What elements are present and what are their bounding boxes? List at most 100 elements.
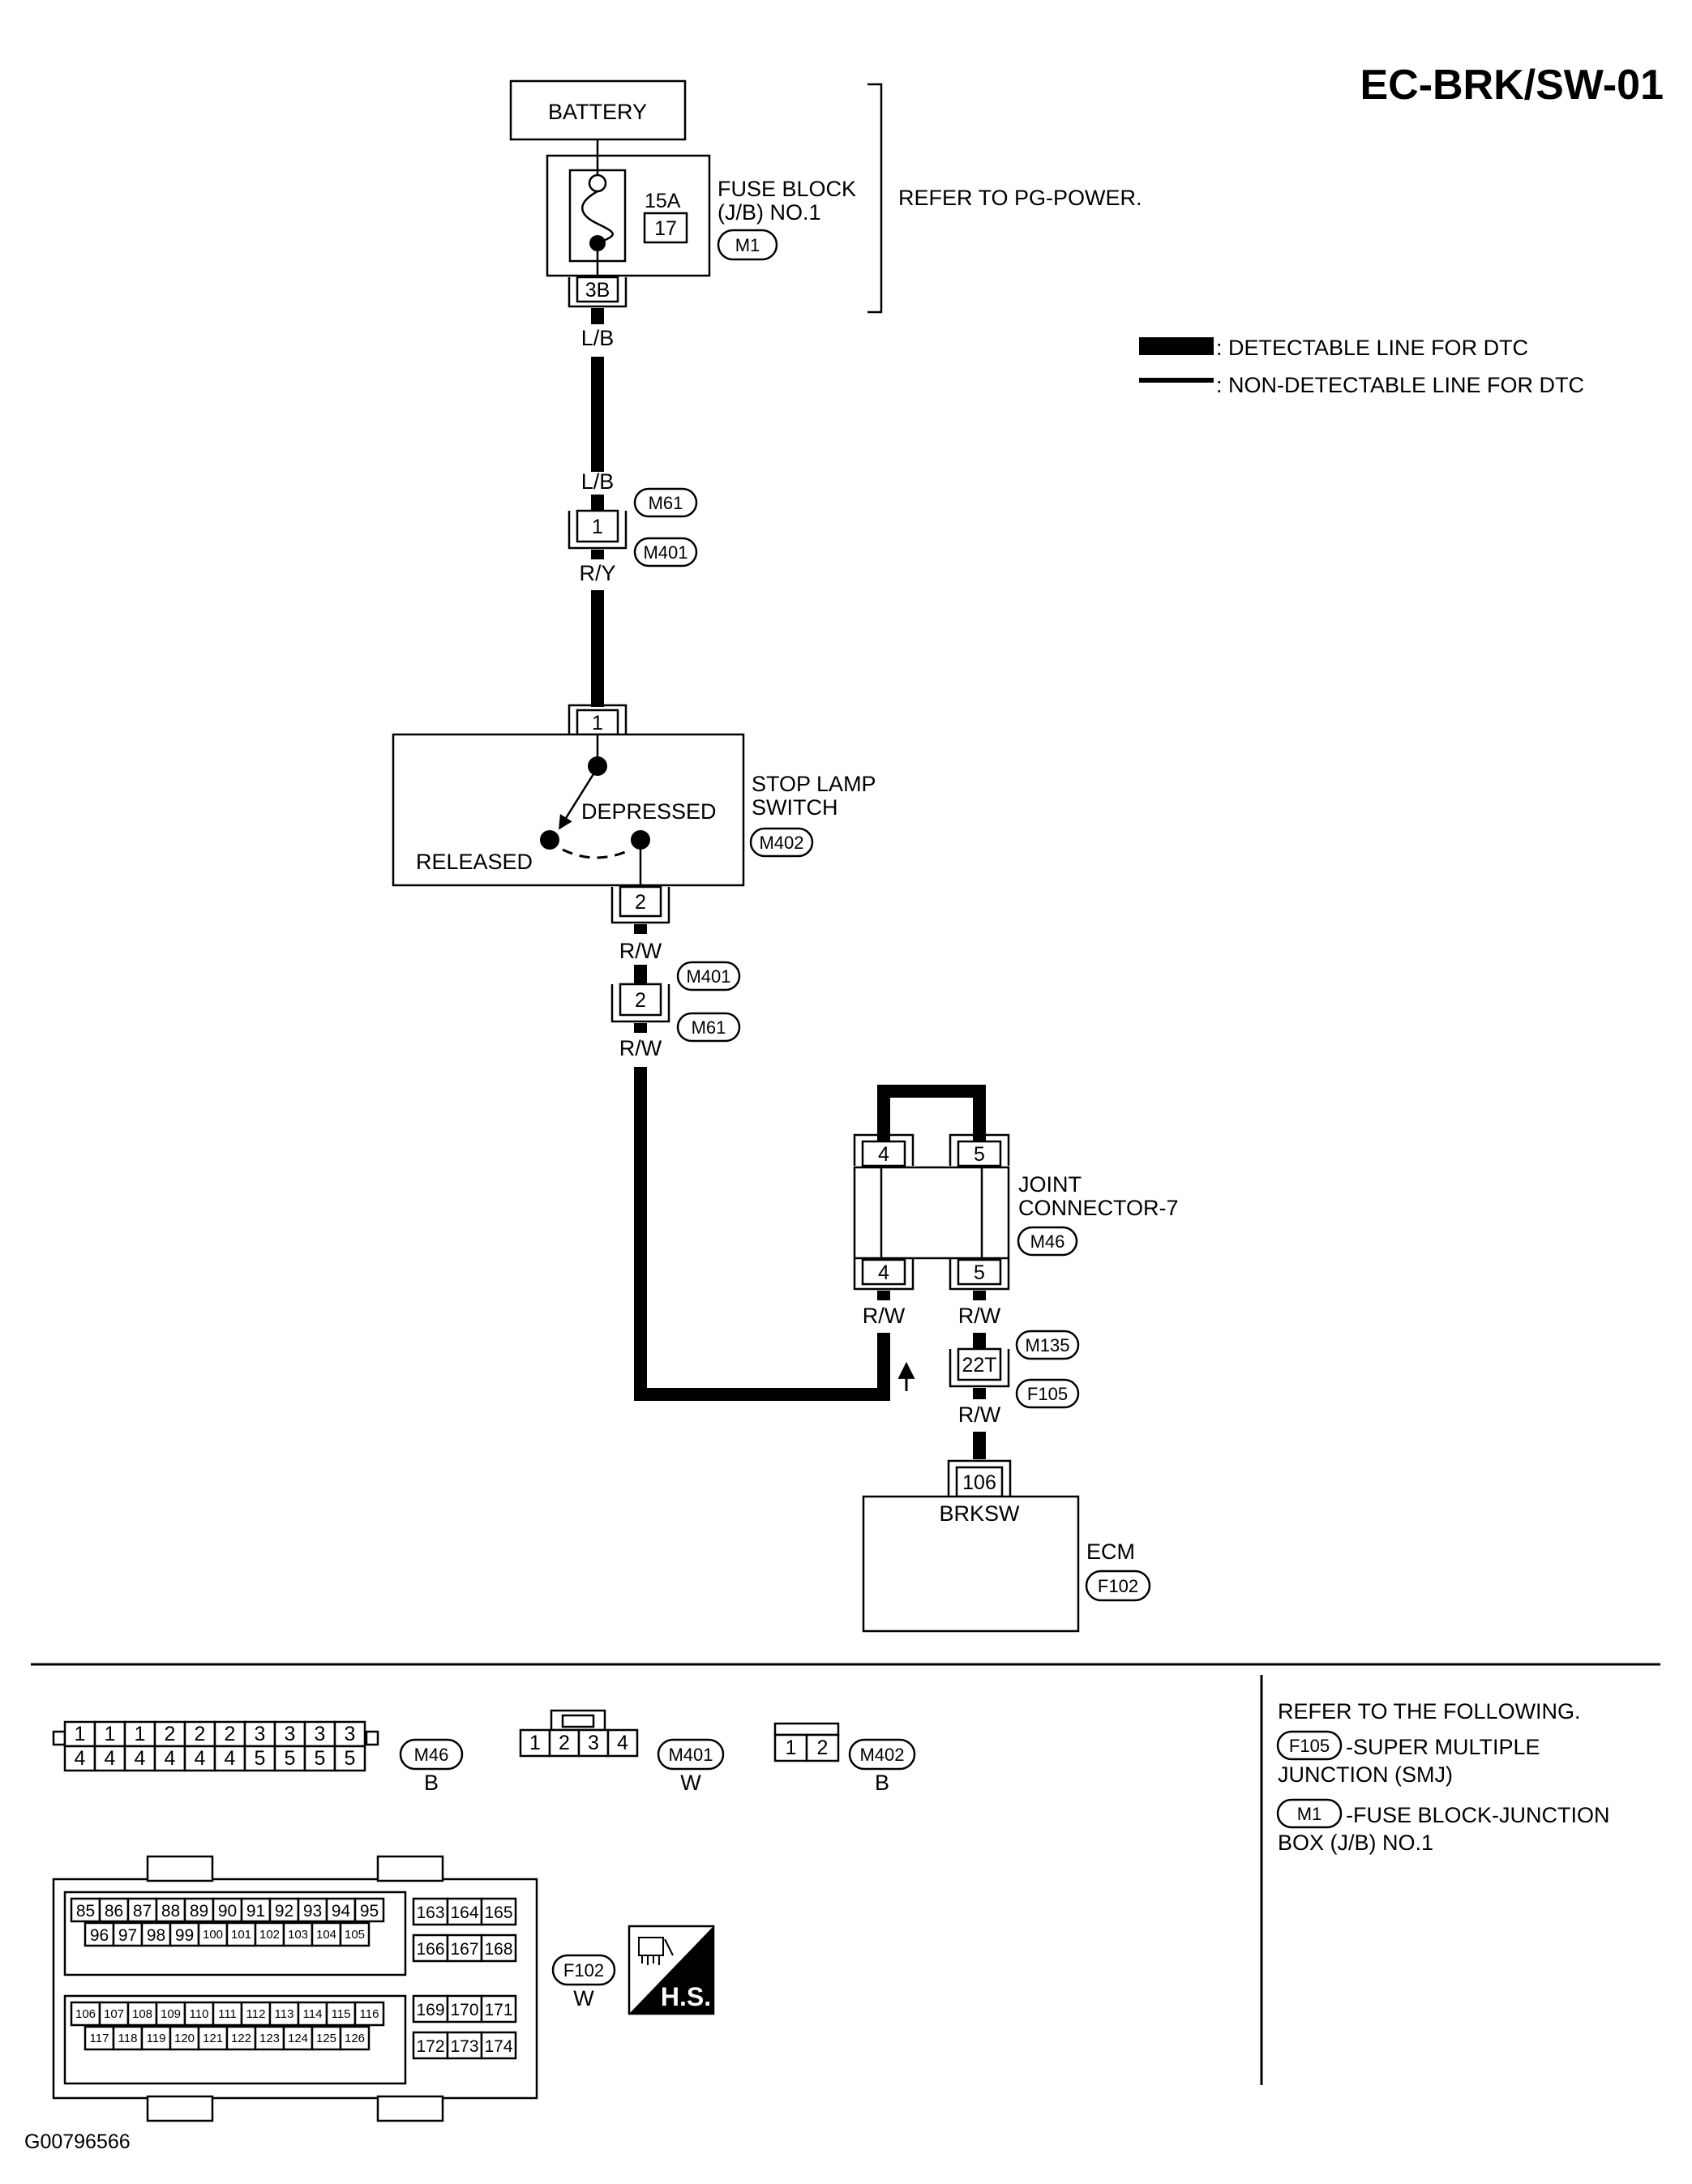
pin-cell: 124: [282, 2025, 314, 2051]
f102-view-color: W: [573, 1986, 594, 2011]
pin-number: 3: [285, 1723, 296, 1745]
pin-cell: 169: [412, 1994, 449, 2023]
pin-number: 109: [161, 2007, 181, 2021]
fuse-terminal-pin: 3B: [585, 279, 610, 302]
refer-item2-line2: BOX (J/B) NO.1: [1278, 1831, 1433, 1855]
fuse-terminal-bottom: [589, 235, 606, 251]
pin-number: 90: [218, 1902, 237, 1921]
pin-cell: 104: [311, 1921, 342, 1947]
pin-cell: 98: [140, 1921, 172, 1947]
pin-cell: 95: [353, 1897, 385, 1923]
smj-conn-b: F105: [1027, 1384, 1068, 1404]
pin-cell: 173: [446, 2031, 483, 2060]
pin-number: 107: [104, 2007, 124, 2021]
pin-cell: 94: [325, 1897, 357, 1923]
pin-number: 2: [225, 1723, 236, 1745]
pin-number: 88: [161, 1902, 180, 1921]
harness-upper-conn-a: M61: [649, 493, 683, 513]
pin-cell: 2: [153, 1720, 186, 1748]
pin-cell: 4: [63, 1745, 96, 1772]
pin-number: 123: [259, 2032, 280, 2045]
harness-lower-pin: 2: [635, 989, 646, 1012]
pin-number: 92: [275, 1902, 293, 1921]
pin-number: 4: [135, 1747, 146, 1770]
pin-number: 3: [588, 1732, 599, 1754]
pin-number: 100: [203, 1928, 223, 1942]
pin-number: 5: [345, 1747, 356, 1770]
pin-cell: 91: [240, 1897, 272, 1923]
legend-detectable-swatch: [1139, 337, 1214, 355]
stop-lamp-switch: DEPRESSED RELEASED: [392, 733, 745, 887]
pin-number: 122: [231, 2032, 251, 2045]
pin-cell: 4: [606, 1728, 639, 1758]
m401-view-color: W: [680, 1771, 701, 1795]
pin-number: 5: [255, 1747, 266, 1770]
joint-pin-bottom-5: 5: [974, 1261, 985, 1284]
pin-cell: 118: [112, 2025, 143, 2051]
pin-cell: 115: [325, 2001, 357, 2027]
pin-number: 94: [332, 1902, 351, 1921]
harness-lower-conn-a: M401: [686, 966, 730, 987]
pin-number: 4: [165, 1747, 176, 1770]
pin-number: 5: [285, 1747, 296, 1770]
pin-cell: 166: [412, 1933, 449, 1963]
pin-cell: 5: [333, 1745, 366, 1772]
pin-number: 4: [105, 1747, 116, 1770]
pin-cell: 4: [153, 1745, 186, 1772]
pin-cell: 107: [98, 2001, 130, 2027]
smj-badge-b: [1015, 1378, 1080, 1409]
fuse-block-name-2: (J/B) NO.1: [717, 200, 821, 225]
m402-view-id: M402: [859, 1745, 904, 1765]
pin-cell: 112: [240, 2001, 272, 2027]
pin-cell: 1: [519, 1728, 551, 1758]
ecm-pin: 106: [947, 1459, 1012, 1498]
pin-cell: 5: [273, 1745, 306, 1772]
pin-cell: 171: [480, 1994, 517, 2023]
harness-lower-badge-b: [676, 1012, 741, 1043]
pin-number: 108: [132, 2007, 152, 2021]
pin-number: 114: [303, 2007, 323, 2021]
fuse-terminal-top: [588, 173, 607, 193]
refer-item1-line2: JUNCTION (SMJ): [1278, 1762, 1453, 1787]
pin-cell: 168: [480, 1933, 517, 1963]
pin-cell: 3: [333, 1720, 366, 1748]
ecm-pin-number: 106: [962, 1471, 996, 1494]
pin-cell: 5: [303, 1745, 336, 1772]
pin-cell: 99: [169, 1921, 200, 1947]
fuse-element-icon: [581, 190, 614, 245]
pin-cell: 1: [123, 1720, 156, 1748]
pin-number: 2: [195, 1723, 206, 1745]
pin-cell: 121: [197, 2025, 229, 2051]
pin-cell: 126: [339, 2025, 371, 2051]
pin-number: 104: [316, 1928, 336, 1942]
ecm-connector-badge: [1085, 1569, 1151, 1602]
pin-cell: 167: [446, 1933, 483, 1963]
pin-cell: 165: [480, 1897, 517, 1926]
harness-upper-pin: 1: [592, 516, 603, 538]
joint-pin-top-4: 4: [878, 1143, 889, 1166]
switch-travel-dashed: [562, 848, 632, 859]
pin-cell: 4: [93, 1745, 126, 1772]
pin-number: 101: [231, 1928, 251, 1942]
switch-pin-in-number: 1: [592, 712, 603, 734]
pin-cell: 100: [197, 1921, 229, 1947]
switch-common-contact: [588, 756, 607, 776]
pin-number: 124: [288, 2032, 308, 2045]
hs-badge-text: H.S.: [661, 1982, 711, 2011]
pin-number: 4: [75, 1747, 86, 1770]
pin-cell: 2: [183, 1720, 216, 1748]
m401-view-id: M401: [668, 1745, 713, 1765]
pin-cell: 117: [84, 2025, 115, 2051]
switch-connector-badge: [749, 827, 814, 858]
refer-following-title: REFER TO THE FOLLOWING.: [1278, 1699, 1581, 1724]
refer-item2-line1: -FUSE BLOCK-JUNCTION: [1346, 1803, 1610, 1827]
harness-lower-conn-b: M61: [692, 1017, 726, 1038]
switch-pin-in: 1: [568, 704, 628, 736]
pin-number: 171: [484, 2001, 512, 2019]
m46-view-id: M46: [414, 1745, 449, 1765]
pin-number: 106: [75, 2007, 96, 2021]
pin-number: 1: [105, 1723, 116, 1745]
pin-number: 174: [484, 2037, 512, 2056]
